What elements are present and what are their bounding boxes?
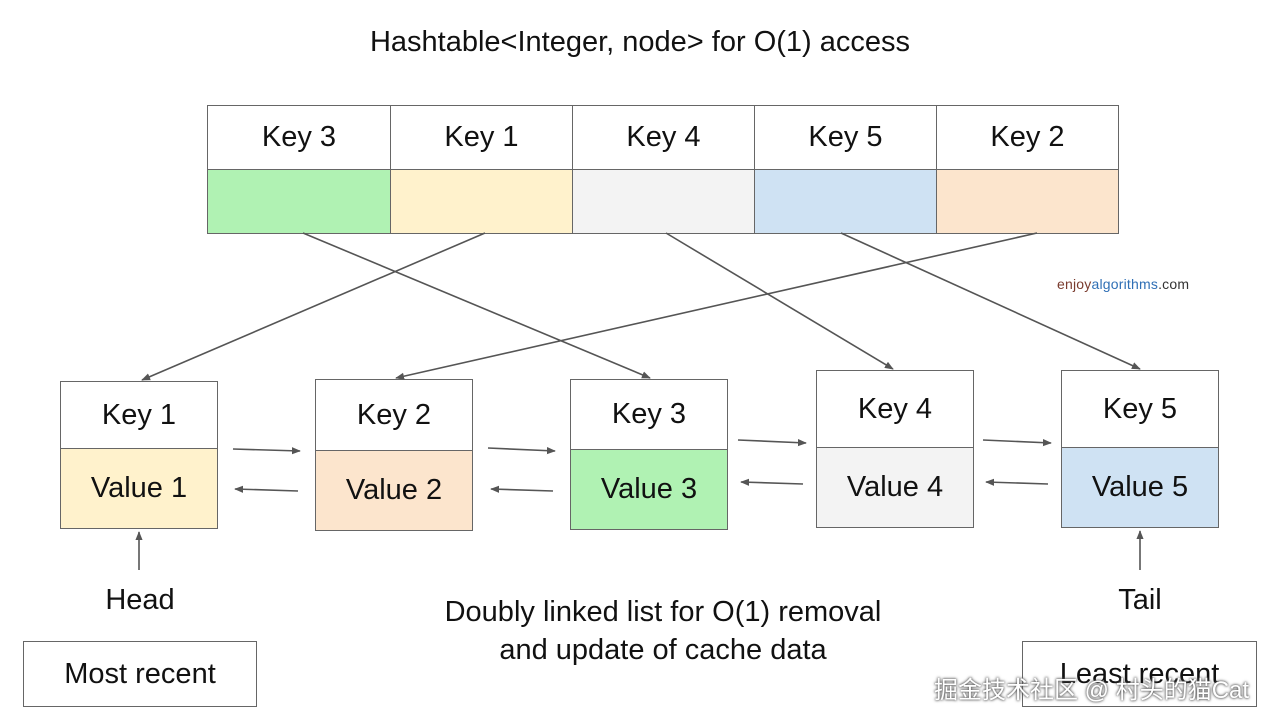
- hashtable-value-cell: [572, 169, 755, 234]
- list-node-3: Key 3 Value 3: [570, 379, 728, 530]
- hashtable-title: Hashtable<Integer, node> for O(1) access: [369, 26, 911, 58]
- node-key: Key 2: [315, 379, 473, 451]
- next-arrow: [982, 439, 1052, 447]
- node-key: Key 3: [570, 379, 728, 450]
- hashtable-key-cell: Key 5: [754, 105, 937, 170]
- hashtable-key-cell: Key 4: [572, 105, 755, 170]
- node-value: Value 2: [315, 451, 473, 531]
- node-key: Key 1: [60, 381, 218, 449]
- brand-logo-text: enjoyalgorithms.com: [1057, 276, 1190, 292]
- pointer-arrow: [840, 232, 1141, 370]
- list-node-4: Key 4 Value 4: [816, 370, 974, 528]
- prev-arrow: [985, 478, 1049, 486]
- next-arrow: [487, 447, 556, 455]
- list-node-1: Key 1 Value 1: [60, 381, 218, 529]
- hashtable-value-cell: [754, 169, 937, 234]
- prev-arrow: [234, 485, 299, 493]
- hashtable-key-cell: Key 1: [390, 105, 573, 170]
- node-value: Value 4: [816, 448, 974, 528]
- prev-arrow: [490, 485, 554, 493]
- pointer-arrow: [665, 232, 894, 370]
- hashtable-key-cell: Key 3: [207, 105, 391, 170]
- watermark-text: 掘金技术社区 @ 村头的猫Cat: [934, 677, 1250, 704]
- node-value: Value 1: [60, 449, 218, 529]
- list-caption-line1: Doubly linked list for O(1) removal: [444, 596, 882, 628]
- node-value: Value 3: [570, 450, 728, 530]
- most-recent-box: Most recent: [23, 641, 257, 707]
- next-arrow: [232, 447, 301, 455]
- list-caption-line2: and update of cache data: [499, 634, 827, 666]
- pointer-arrow: [302, 232, 651, 379]
- pointer-arrow: [395, 232, 1038, 380]
- next-arrow: [737, 439, 807, 447]
- list-node-2: Key 2 Value 2: [315, 379, 473, 531]
- least-recent-box: Least recent: [1022, 641, 1257, 707]
- hashtable-key-cell: Key 2: [936, 105, 1119, 170]
- tail-label: Tail: [1118, 584, 1162, 616]
- head-label: Head: [105, 584, 175, 616]
- hashtable-value-cell: [390, 169, 573, 234]
- node-key: Key 4: [816, 370, 974, 448]
- pointer-arrow: [141, 232, 486, 381]
- node-key: Key 5: [1061, 370, 1219, 448]
- hashtable-value-cell: [207, 169, 391, 234]
- hashtable-value-cell: [936, 169, 1119, 234]
- prev-arrow: [740, 478, 804, 486]
- node-value: Value 5: [1061, 448, 1219, 528]
- list-node-5: Key 5 Value 5: [1061, 370, 1219, 528]
